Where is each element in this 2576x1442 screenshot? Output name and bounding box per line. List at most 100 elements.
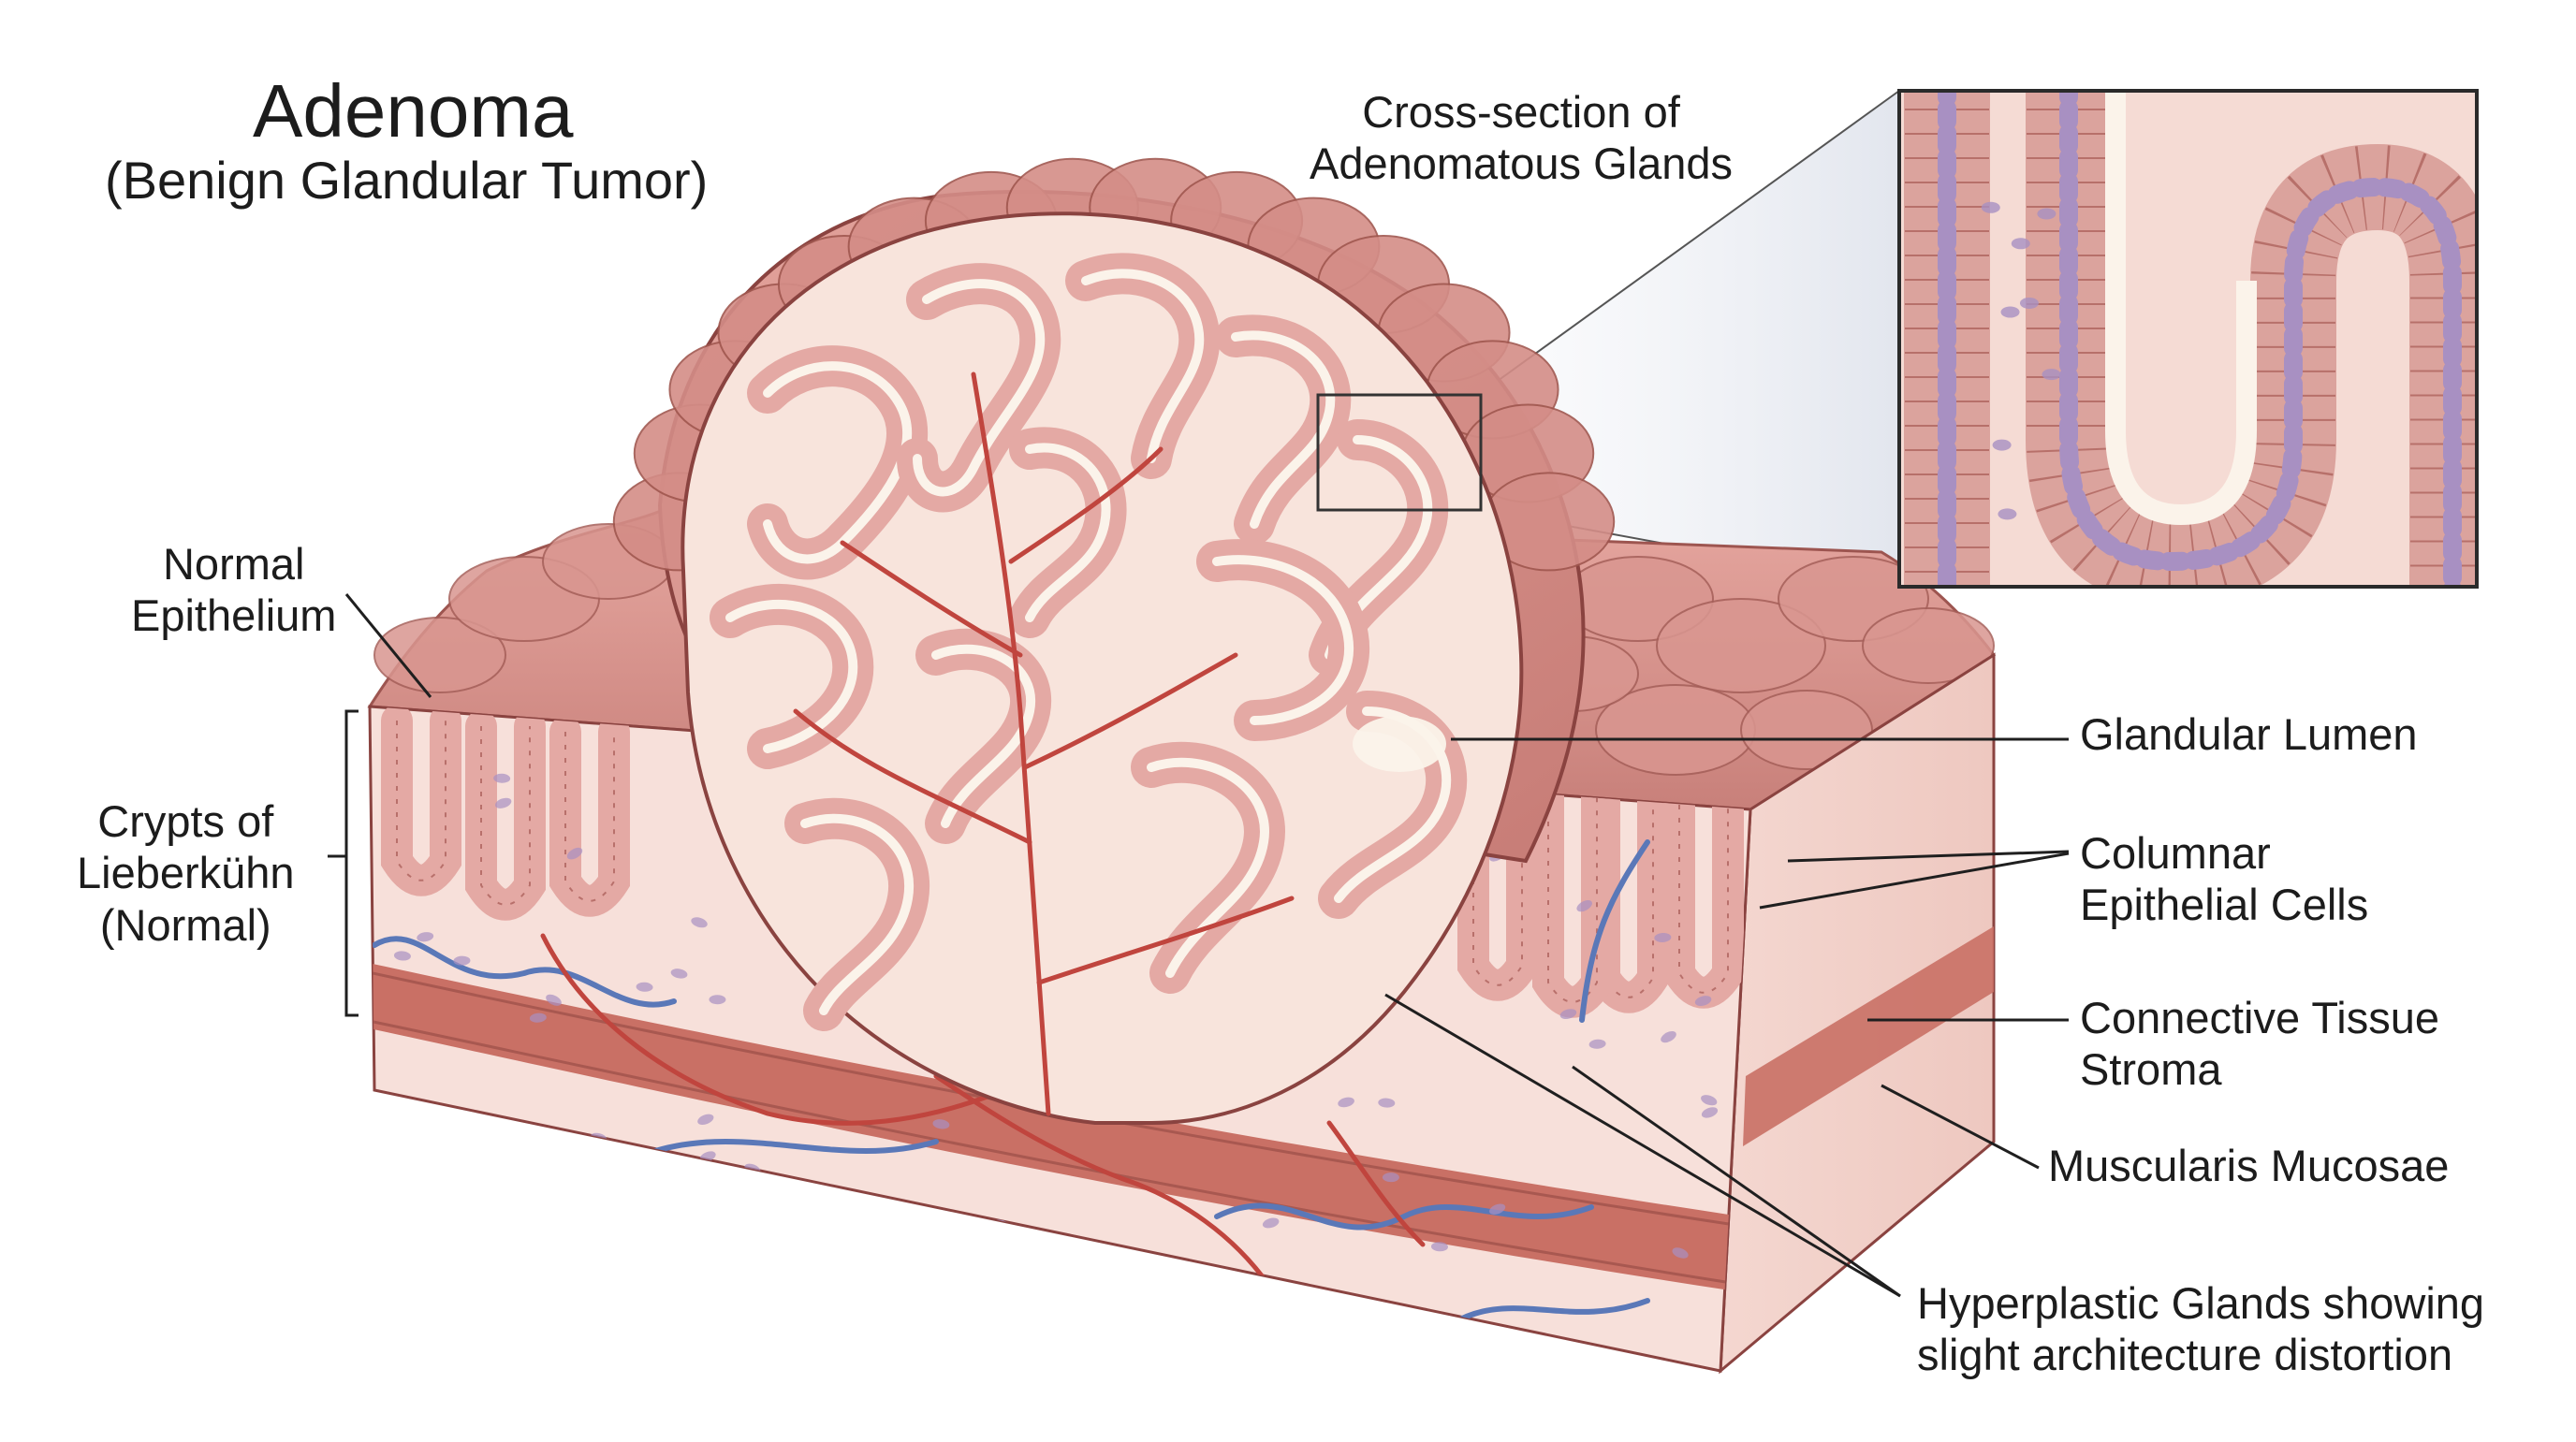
stroma-nucleus [1559,1009,1577,1020]
stroma-nucleus [709,995,726,1005]
surface-bump [1656,598,1826,693]
label-stroma-line-1: Connective Tissue [2080,993,2440,1042]
surface-bump [373,617,506,693]
label-glandular-lumen: Glandular Lumen [2080,709,2418,759]
stroma-nucleus [453,955,471,966]
artery [1326,1120,1426,1247]
leader-hyper-1 [1384,993,1901,1298]
artery [933,1073,1276,1294]
stroma-nucleus [1661,1030,1676,1043]
stroma-nucleus [1701,1095,1718,1106]
inset-stroma-nucleus [1981,201,2000,213]
normal-crypt-cells [564,732,615,902]
gland-lumen [1025,443,1111,622]
label-crypts-line-3: (Normal) [99,899,271,950]
blood-vessels [372,839,1650,1322]
stroma-nucleus [636,982,653,992]
polyp-artery [793,708,1032,845]
vein [1457,1298,1650,1322]
normal-crypt-cells [396,721,446,881]
gland-lumen [913,279,1046,497]
inset-caption-line-2: Adenomatous Glands [1309,138,1733,189]
stroma-nucleus [544,1233,562,1244]
vein [372,936,677,1008]
label-hyperplastic-glands: Hyperplastic Glands showing slight archi… [1917,1277,2484,1381]
gland-lumen [725,600,858,753]
stroma-nucleus [495,797,512,808]
callout-line-top [1480,90,1900,394]
zoom-region-box [1316,393,1483,512]
gland-lumen [800,813,915,1015]
polyp-artery [1022,652,1238,770]
vein [652,1139,939,1154]
stroma-nucleus [1654,932,1672,942]
stroma-nucleus [932,1119,950,1129]
inset-gland-u-nuclei [2059,91,2462,587]
stroma-nucleus [489,1223,506,1233]
leader-muscularis [1881,1084,2040,1170]
label-columnar-cells: Columnar Epithelial Cells [2080,827,2368,931]
gland-lumen [931,644,1036,828]
stroma-nucleus [1262,1217,1280,1229]
polyp-artery [971,371,1051,1116]
label-muscularis-mucosae: Muscularis Mucosae [2048,1141,2450,1190]
stroma-nucleus [1588,1039,1606,1049]
stroma-nucleus [1047,1237,1065,1247]
normal-crypt-cells [1472,788,1523,986]
stroma-nucleus [493,773,511,783]
stroma-nucleus [1701,1107,1719,1118]
stroma-nucleus [490,1247,507,1259]
stroma-nucleus [1382,1173,1399,1183]
stroma-nucleus [1430,1242,1448,1252]
label-columnar-line-2: Epithelial Cells [2080,880,2369,930]
label-normal-epithelium: Normal Epithelium [131,538,336,642]
stroma-nucleus [546,994,562,1006]
label-crypts: Crypts of Lieberkühn (Normal) [77,795,295,951]
label-stroma: Connective Tissue Stroma [2080,992,2439,1096]
diagram-title: Adenoma [253,69,574,153]
inset-stroma-nucleus [1998,508,2017,520]
inset-stroma-nucleus [2011,238,2030,250]
inset-stroma-nucleus [1992,439,2012,451]
normal-crypts [381,706,1744,1018]
inset-stroma-nucleus [2042,369,2061,381]
bracket-crypts [344,709,359,1017]
stroma-nucleus [417,932,434,942]
label-normal-epithelium-line-1: Normal [162,539,305,589]
right-muscle-band [1743,926,1994,1146]
stroma-nucleus [1576,899,1592,912]
inset-caption-line-1: Cross-section of [1362,87,1680,137]
artery [540,933,995,1126]
leader-lines [328,593,2070,1298]
leader-hyper-2 [1572,1065,1901,1298]
stroma-nucleus [697,1114,714,1125]
leader-columnar-2 [1759,852,2070,910]
stroma-nucleus [691,917,708,928]
stroma-nucleus [1672,1247,1689,1259]
stroma-nucleus [529,1012,547,1023]
polyp-artery [1036,896,1295,985]
stroma-nucleus [1489,1203,1506,1215]
label-columnar-line-1: Columnar [2080,828,2271,878]
stroma-nucleus [393,951,411,961]
vein [1214,1202,1594,1231]
glandular-lumen-highlight [1353,716,1446,772]
normal-crypt-cells [1547,795,1598,1003]
polyp-artery [840,540,1023,658]
normal-crypt-cells [480,726,531,906]
stroma-nucleus [566,847,583,860]
label-normal-epithelium-line-2: Epithelium [131,590,337,641]
label-hyperplastic-line-2: slight architecture distortion [1917,1330,2453,1380]
adenoma-polyp [612,157,1616,1125]
gland-lumen [1081,269,1205,463]
polyp-artery [1008,446,1164,564]
vein [1579,839,1650,1023]
inset-magnified-view [1897,89,2479,589]
stroma-nucleus [670,969,688,979]
polyp-vascular-tree [793,371,1295,1116]
label-crypts-line-2: Lieberkühn [77,848,295,898]
leader-columnar-1 [1787,850,2070,863]
normal-crypt-cells [1603,800,1654,998]
normal-crypt-cells [1678,805,1729,994]
